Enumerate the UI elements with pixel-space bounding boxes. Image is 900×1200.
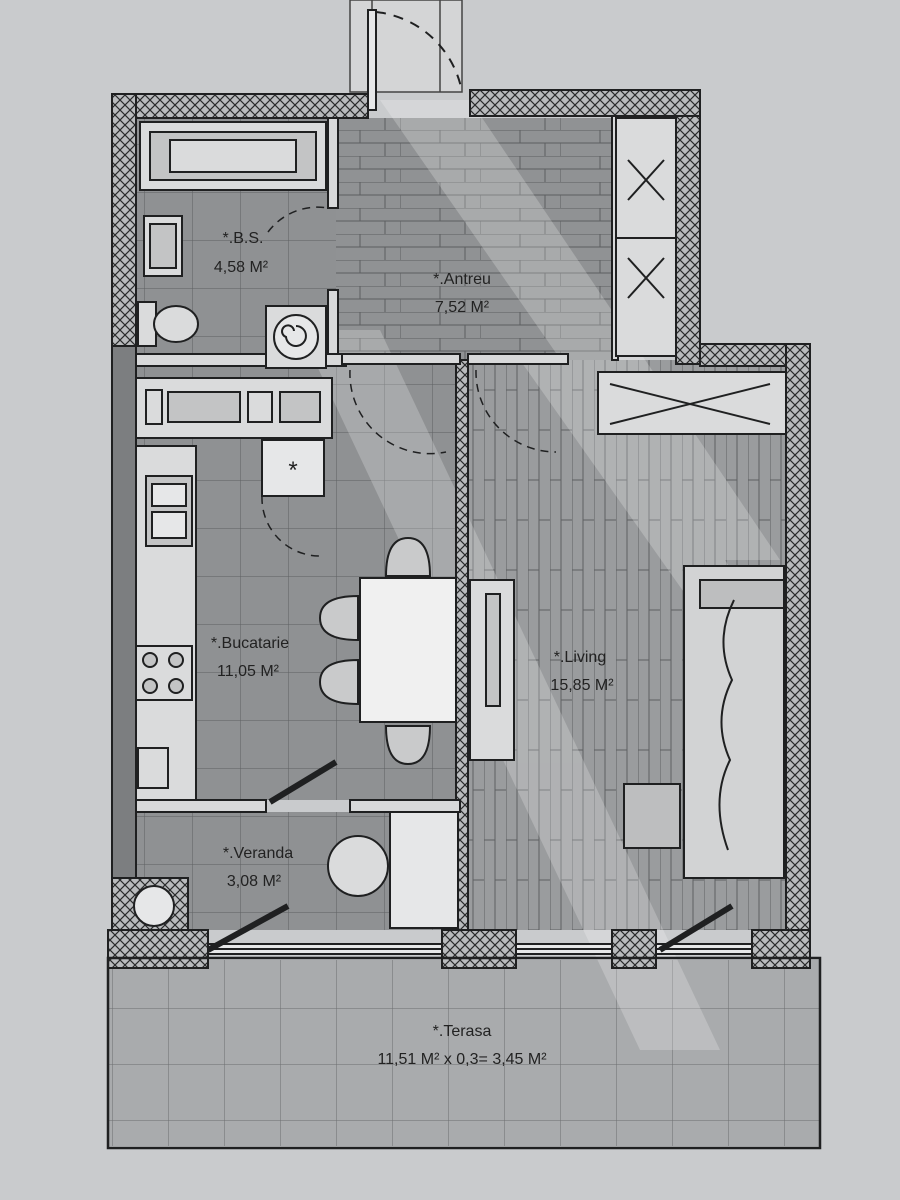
stove: [135, 645, 193, 701]
bathtub: [139, 121, 327, 191]
living-door-swing: [475, 369, 557, 453]
room-name: *.B.S.: [223, 230, 264, 247]
living-terrace-door: [658, 903, 734, 953]
tv-unit: [469, 579, 515, 761]
room-name: *.Veranda: [223, 845, 293, 862]
room-label-living: *.Living 15,85 M²: [550, 649, 614, 694]
room-area: 11,51 M² x 0,3= 3,45 M²: [377, 1051, 547, 1068]
living-wardrobe: [597, 371, 787, 435]
hallway-floor: [336, 118, 611, 360]
entrance-stair: [349, 0, 463, 93]
fridge: [137, 747, 169, 789]
room-area: 11,05 M²: [217, 663, 280, 680]
left-wall: [111, 345, 137, 879]
terrace-floor: [108, 960, 820, 1146]
windows: [207, 943, 753, 955]
veranda-chair: [327, 811, 459, 929]
veranda-terrace-door: [206, 903, 290, 953]
kitchen-cabinets: [135, 445, 197, 801]
room-name: *.Living: [554, 649, 606, 666]
room-label-antreu: *.Antreu 7,52 M²: [433, 271, 491, 316]
kitchen-veranda-door: [268, 759, 338, 805]
room-area: 4,58 M²: [214, 259, 269, 276]
room-label-veranda: *.Veranda 3,08 M²: [223, 845, 293, 890]
veranda-boiler: [133, 885, 175, 927]
room-area: 3,08 M²: [227, 873, 282, 890]
room-label-bs: *.B.S. 4,58 M²: [214, 230, 269, 276]
entrance-door: [367, 9, 463, 111]
room-area: 15,85 M²: [550, 677, 614, 694]
room-label-terasa: *.Terasa 11,51 M² x 0,3= 3,45 M²: [377, 1023, 547, 1068]
hallway-wardrobe: [615, 117, 677, 357]
room-name: *.Antreu: [433, 271, 491, 288]
dining-table: [359, 577, 457, 723]
room-label-bucatarie: *.Bucatarie 11,05 M²: [211, 635, 289, 680]
ventilation-symbol: *: [288, 457, 297, 484]
toilet: [137, 301, 199, 347]
hall-kitchen-door-swing: [349, 369, 447, 455]
kitchen-counter-top: [135, 377, 333, 439]
room-name: *.Terasa: [433, 1023, 492, 1040]
bathroom-door-swing: [267, 206, 329, 233]
room-name: *.Bucatarie: [211, 635, 289, 652]
bathroom-sink: [143, 215, 183, 277]
kitchen-door-swing: [261, 495, 323, 557]
room-area: 7,52 M²: [435, 299, 490, 316]
terrace-outline: [106, 956, 822, 1150]
dining-chairs: [318, 536, 432, 766]
ventilation-shaft: *: [261, 439, 325, 497]
washing-machine: [265, 305, 327, 369]
sofa: [623, 565, 785, 879]
